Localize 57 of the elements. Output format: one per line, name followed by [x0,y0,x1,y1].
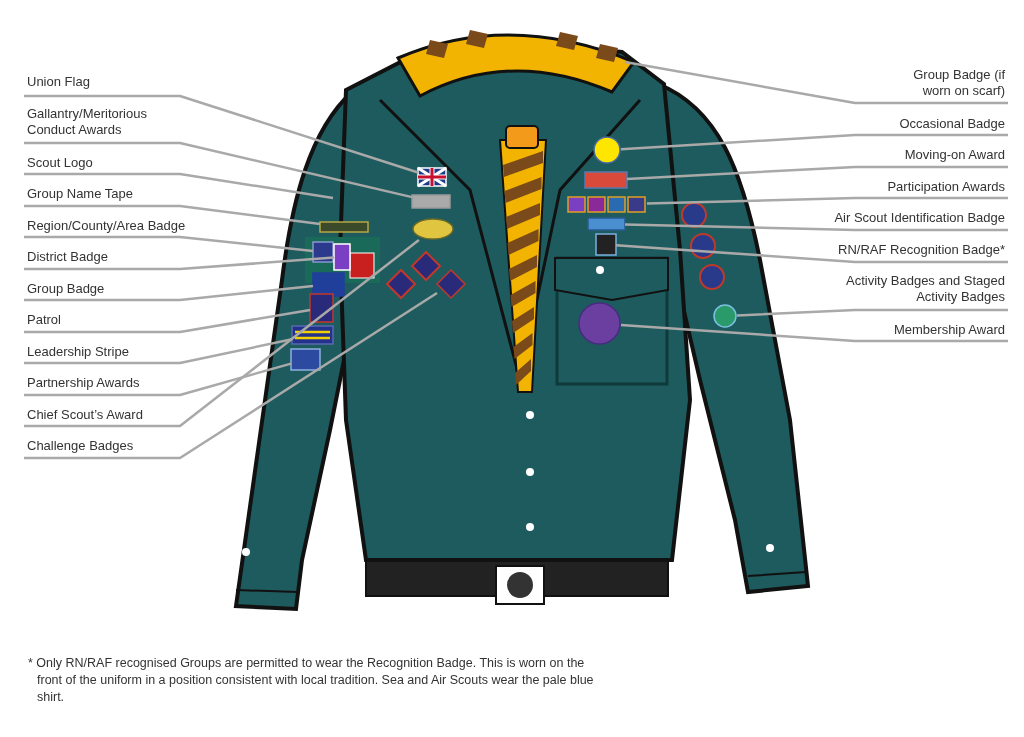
callout-label: RN/RAF Recognition Badge* [838,242,1005,258]
patrol-badge [310,294,333,322]
leader-line [620,323,1008,343]
leader-line [615,243,1008,264]
callout-label: Patrol [27,312,61,328]
callout-label: Air Scout Identification Badge [834,210,1005,226]
leader-line [24,239,420,428]
partnership-badge [291,349,320,370]
leader-line [24,256,335,271]
leader-line [736,308,1008,317]
callout-label: Occasional Badge [899,116,1005,132]
callout-label: Leadership Stripe [27,344,129,360]
callout-label: Membership Award [893,322,1005,338]
membership-badge [578,302,621,345]
leader-line [24,204,321,226]
name-tape [320,222,368,232]
leader-line [24,308,311,334]
award-bar [412,195,450,208]
leader-line [24,94,419,174]
callout-label: Group Badge [27,281,105,297]
leader-line [646,196,1008,205]
callout-label: Chief Scout’s Award [27,407,143,423]
flag-patch [418,168,446,186]
callout-label: District Badge [27,249,108,265]
award-badge [585,172,627,188]
occasional-badge [593,136,621,164]
district-badge [334,244,350,270]
area-badge [313,242,333,262]
leader-line [24,172,334,200]
footnote: * Only RN/RAF recognised Groups are permitted to wear the Recognition Badge. This is worn on the front of the uniform in a position consistent with local tradition. Sea and Air Scouts wear the pale blue shirt. [28,655,595,706]
participation-badges [567,196,647,213]
leader-line [620,133,1008,151]
callout-label: Region/County/Area Badge [27,218,186,234]
callout-label: Challenge Badges [27,438,134,454]
leader-line [626,165,1008,181]
callout-label: Moving-on Award [904,147,1005,163]
leader-line [24,362,292,397]
callout-label: Scout Logo [27,155,93,171]
leader-line [24,235,314,253]
leader-line [24,291,438,460]
challenge-badge [437,270,465,298]
leader-line [624,223,1008,232]
callout-label: Gallantry/Meritorious Conduct Awards [27,106,177,138]
recognition-badge [596,234,616,255]
callout-label: Union Flag [27,74,90,90]
callout-label: Group Badge (if worn on scarf) [885,67,1005,99]
leader-line [24,141,413,199]
leader-line [24,284,314,302]
award-badge [412,218,454,240]
callout-label: Activity Badges and Staged Activity Badges [815,273,1005,305]
callout-label: Group Name Tape [27,186,133,202]
activity-badge [713,304,737,328]
leadership-stripe [292,326,333,344]
leader-line [624,60,1008,105]
identification-badge [588,218,625,230]
callout-label: Participation Awards [887,179,1005,195]
callout-label: Partnership Awards [27,375,140,391]
